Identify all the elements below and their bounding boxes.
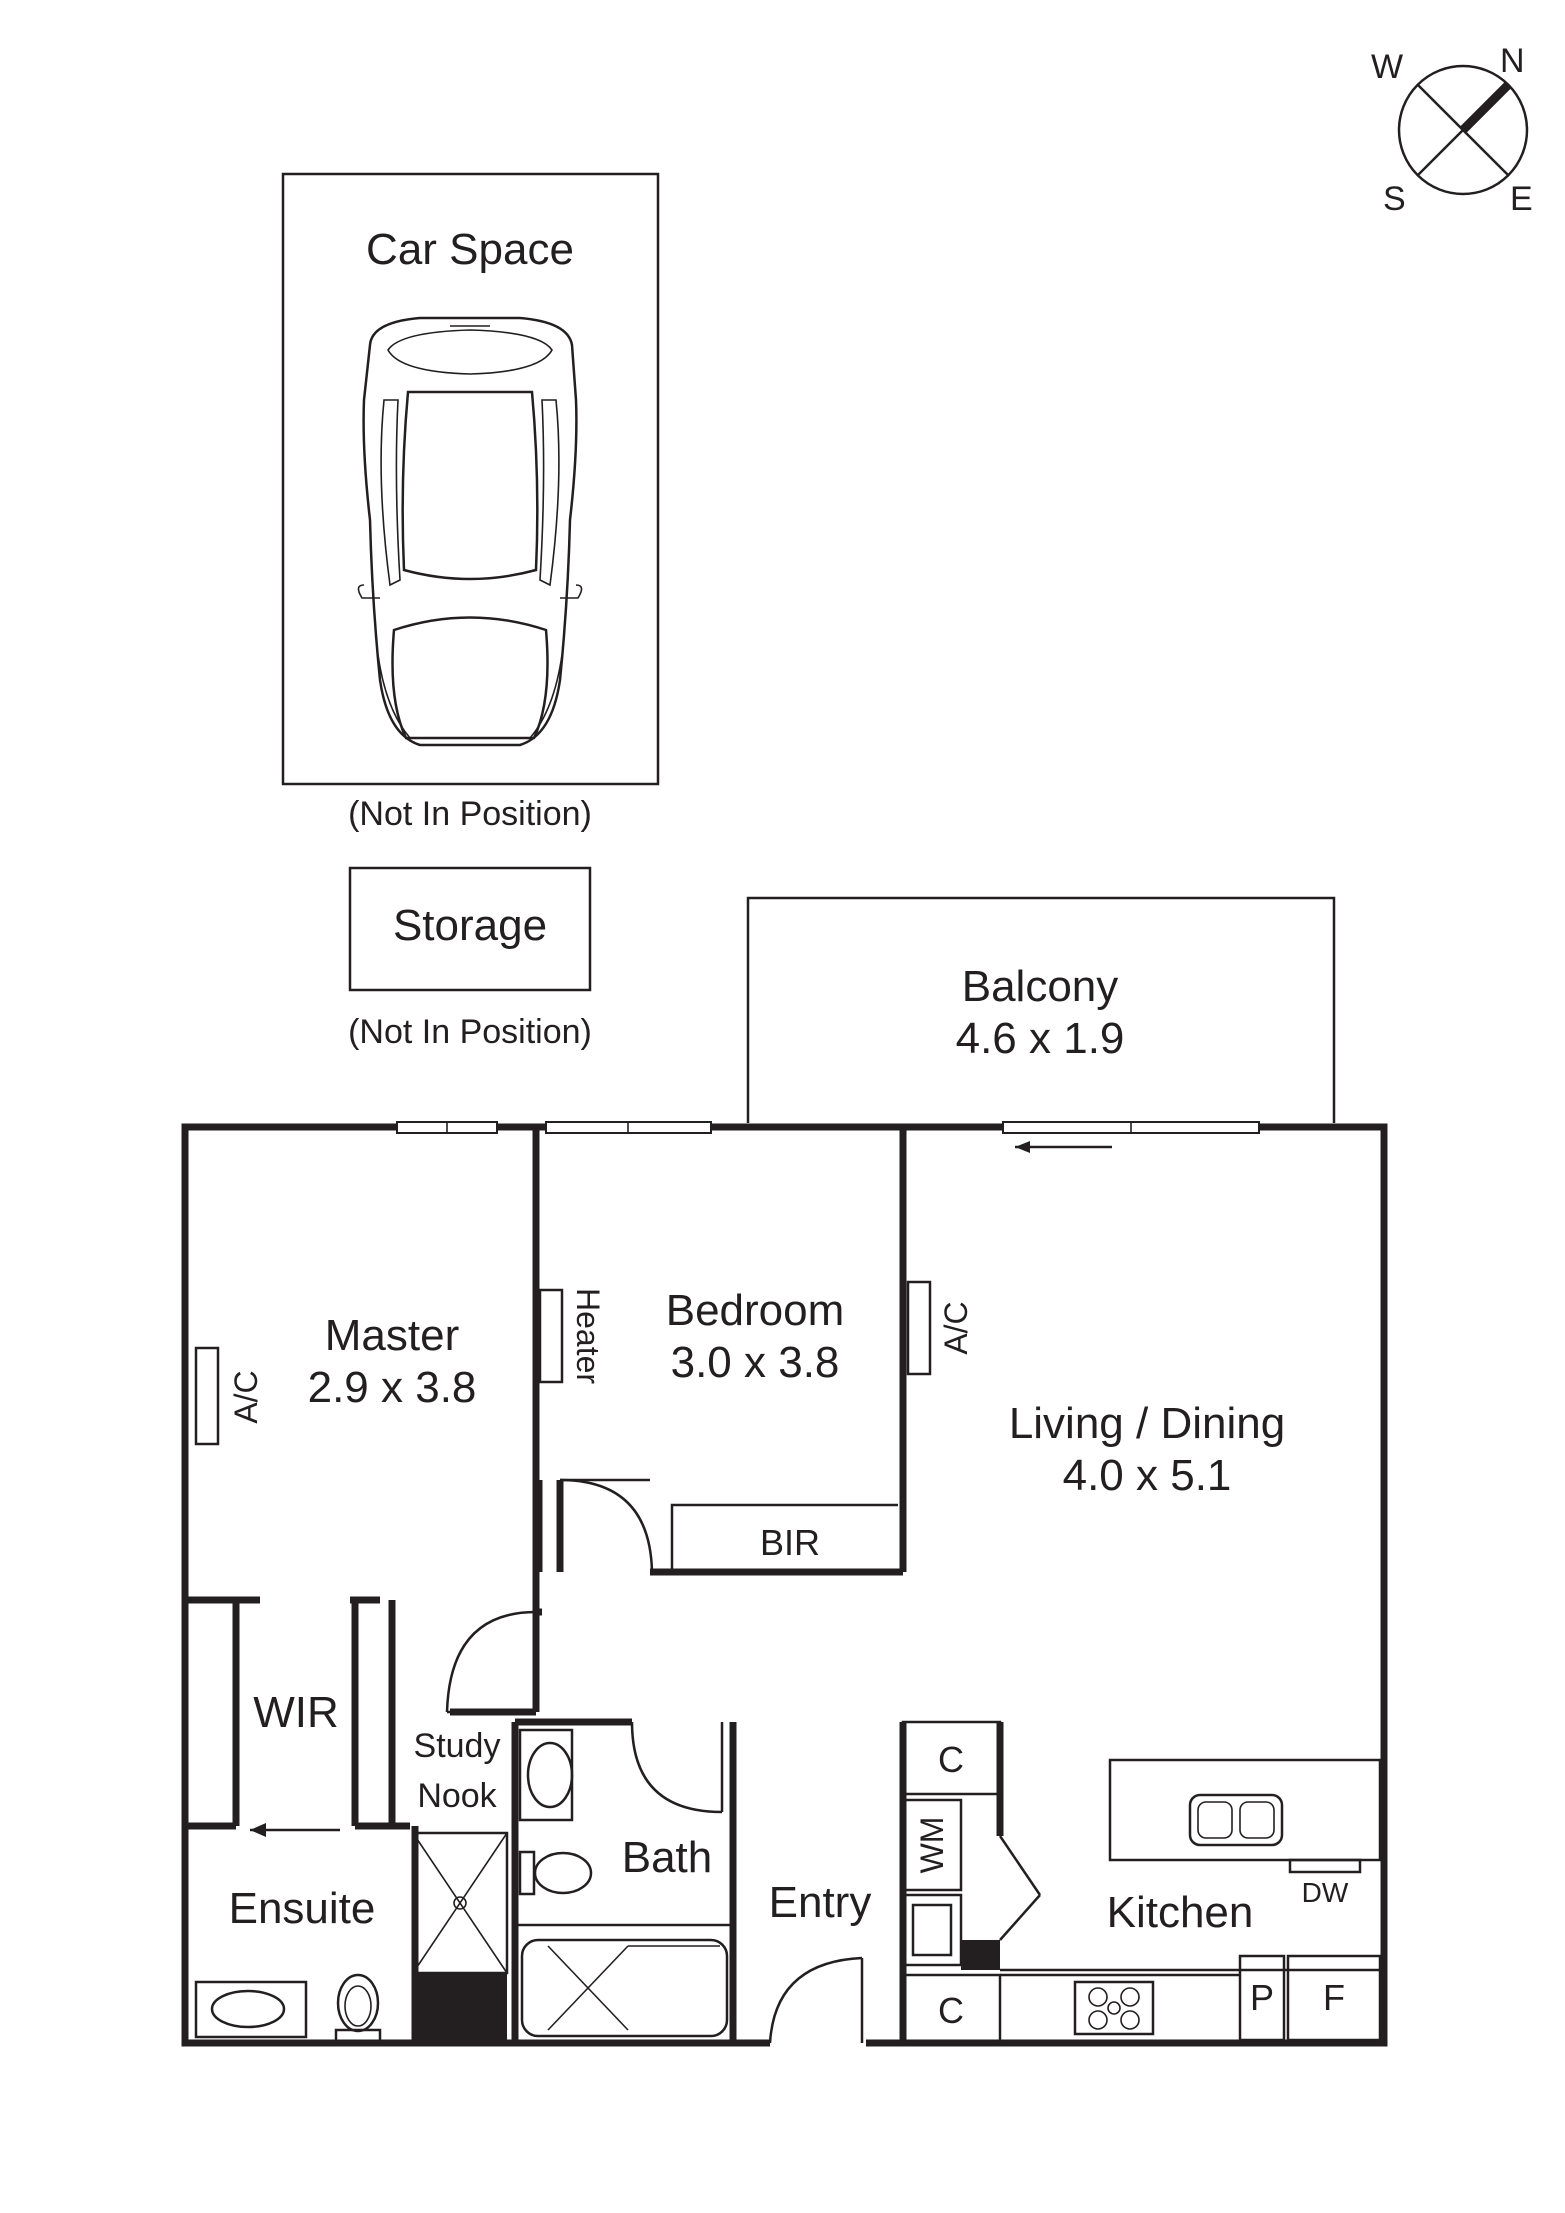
kitchen-label: Kitchen (1107, 1888, 1254, 1937)
bedroom-dimensions: 3.0 x 3.8 (671, 1338, 840, 1387)
master-label: Master (325, 1311, 459, 1360)
room-wir: WIR (253, 1688, 339, 1737)
room-living-dining: Living / Dining 4.0 x 5.1 (1009, 1399, 1285, 1500)
bir-label: BIR (760, 1522, 820, 1563)
storage-label: Storage (393, 901, 547, 950)
balcony-label: Balcony (962, 962, 1119, 1011)
doors (250, 1478, 864, 2044)
entry-label: Entry (769, 1878, 872, 1927)
bath-label: Bath (622, 1833, 713, 1882)
wm-label: WM (914, 1817, 950, 1874)
compass-icon: N W S E (1371, 42, 1533, 218)
master-dimensions: 2.9 x 3.8 (308, 1363, 477, 1412)
exterior-walls (181, 1123, 1388, 2047)
windows (396, 1121, 1260, 1153)
ac-master-label: A/C (228, 1370, 264, 1423)
dw-label: DW (1302, 1877, 1349, 1908)
balcony: Balcony 4.6 x 1.9 (746, 896, 1336, 1123)
room-kitchen: Kitchen DW P F (1000, 1758, 1384, 2042)
car-space-note: (Not In Position) (348, 795, 592, 833)
bedroom-label: Bedroom (666, 1286, 845, 1335)
ac-bedroom-label: A/C (938, 1301, 974, 1354)
storage: Storage (Not In Position) (348, 866, 592, 1051)
study-nook: Study Nook (414, 1727, 501, 1815)
living-dimensions: 4.0 x 5.1 (1063, 1451, 1232, 1500)
cupboard-bottom-label: C (938, 1990, 964, 2031)
car-icon (357, 316, 583, 747)
compass-south-label: S (1383, 180, 1406, 218)
room-bath: Bath (515, 1728, 733, 2038)
room-master: A/C Master 2.9 x 3.8 (194, 1311, 477, 1446)
compass-west-label: W (1371, 48, 1403, 86)
car-space: Car Space (Not In Position) (281, 172, 660, 833)
compass-north-label: N (1500, 42, 1525, 80)
laundry-cupboards: C WM C (901, 1720, 1042, 2045)
pantry-label: P (1250, 1977, 1274, 2018)
room-ensuite: Ensuite (194, 1831, 509, 2044)
compass-east-label: E (1510, 180, 1533, 218)
living-label: Living / Dining (1009, 1399, 1285, 1448)
wir-label: WIR (253, 1688, 339, 1737)
ensuite-label: Ensuite (229, 1884, 376, 1933)
cupboard-top-label: C (938, 1739, 964, 1780)
study-label: Study (414, 1727, 501, 1765)
car-space-label: Car Space (366, 225, 574, 274)
fridge-label: F (1323, 1977, 1345, 2018)
storage-note: (Not In Position) (348, 1013, 592, 1051)
entry: Entry (769, 1878, 872, 1927)
room-bedroom: Heater A/C Bedroom 3.0 x 3.8 BIR (538, 1280, 974, 1572)
nook-label: Nook (417, 1777, 497, 1815)
balcony-dimensions: 4.6 x 1.9 (956, 1014, 1125, 1063)
heater-label: Heater (570, 1288, 606, 1384)
